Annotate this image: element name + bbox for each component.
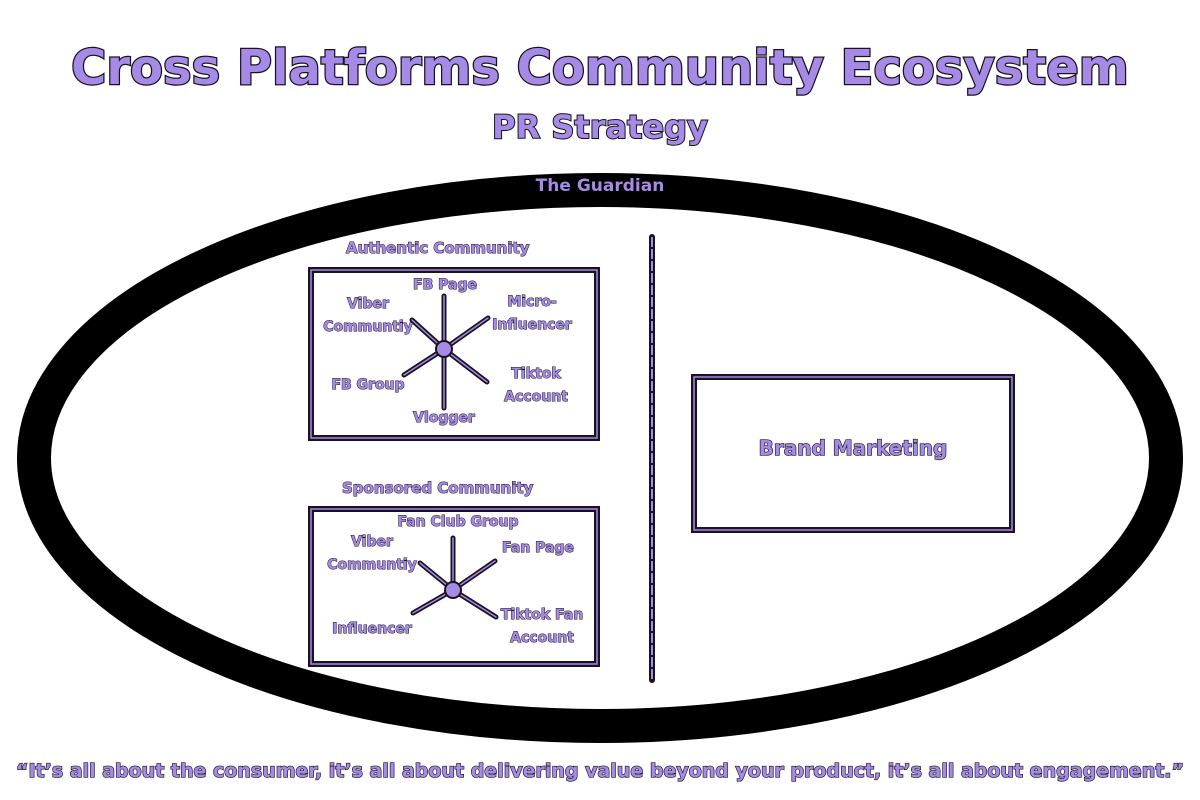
footer-quote: “It’s all about the consumer, it’s all a…	[15, 759, 1185, 782]
node-tiktok-fan-line2: Account	[510, 630, 575, 647]
node-fan-page: Fan Page	[502, 540, 575, 557]
node-fb-page: FB Page	[413, 277, 478, 294]
node-viber-line1: Viber	[347, 296, 390, 313]
node-vlogger: Vlogger	[413, 410, 476, 427]
page-title: Cross Platforms Community Ecosystem	[70, 39, 1130, 98]
node-tiktok-fan-line1: Tiktok Fan	[500, 607, 584, 624]
brand-marketing-label: Brand Marketing	[758, 435, 948, 460]
guardian-label: The Guardian	[535, 176, 665, 196]
node-influencer: Influencer	[332, 621, 413, 638]
authentic-hub-node	[435, 340, 453, 358]
node-micro-line2: Influencer	[492, 317, 573, 334]
node-viber-s-line2: Communtiy	[327, 557, 418, 574]
page-subtitle: PR Strategy	[491, 107, 709, 147]
node-tiktok-line1: Tiktok	[511, 366, 561, 383]
node-viber-s-line1: Viber	[351, 534, 394, 551]
sponsored-hub-node	[444, 581, 462, 599]
authentic-community-title: Authentic Community	[345, 239, 530, 258]
node-micro-influencer: Micro- Influencer	[484, 291, 580, 337]
node-micro-line1: Micro-	[507, 294, 557, 311]
brand-marketing-box	[691, 374, 1015, 533]
node-tiktok-line2: Account	[504, 389, 569, 406]
node-fb-group: FB Group	[331, 377, 405, 394]
sponsored-community-title: Sponsored Community	[341, 479, 534, 498]
node-viber-line2: Communtiy	[323, 319, 414, 336]
node-viber-community: Viber Communtiy	[318, 293, 418, 339]
guardian-ring	[17, 173, 1183, 743]
node-viber-community-sponsored: Viber Communtiy	[322, 531, 422, 577]
node-fan-club-group: Fan Club Group	[397, 514, 519, 531]
node-tiktok-fan-account: Tiktok Fan Account	[494, 604, 590, 650]
node-tiktok-account: Tiktok Account	[490, 363, 582, 409]
